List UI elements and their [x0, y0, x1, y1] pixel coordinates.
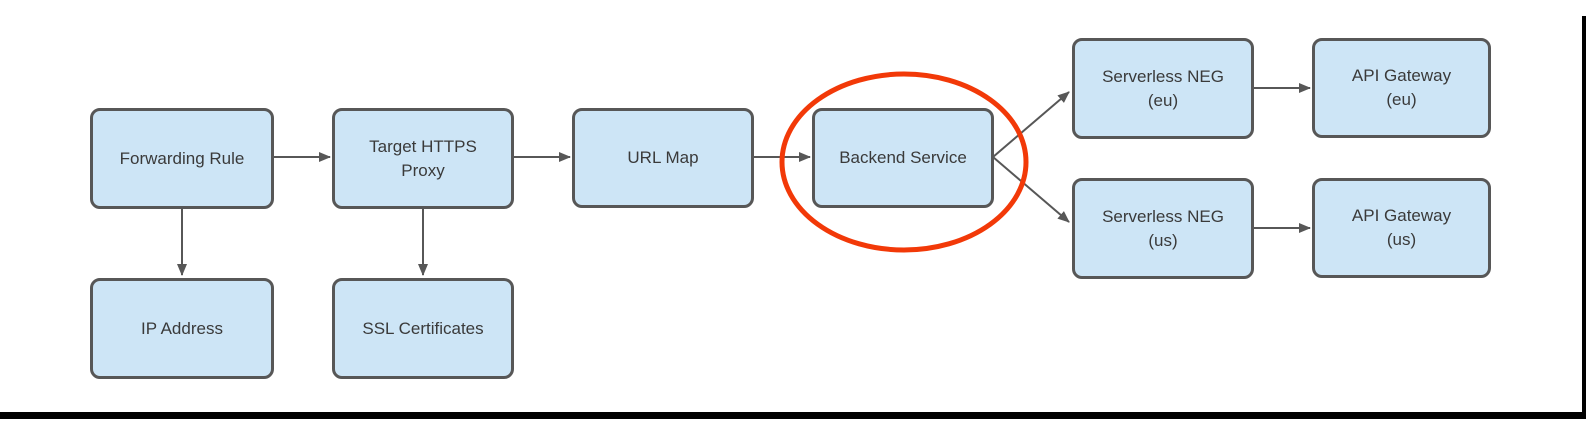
- node-backend-service: Backend Service: [812, 108, 994, 208]
- node-label: SSL Certificates: [362, 318, 484, 338]
- node-label: Serverless NEG (eu): [1102, 66, 1224, 110]
- arrow-backend-service-to-serverless-neg-eu: [992, 91, 1070, 158]
- node-serverless-neg-eu: Serverless NEG (eu): [1072, 38, 1254, 139]
- node-forwarding-rule: Forwarding Rule: [90, 108, 274, 209]
- node-api-gateway-eu: API Gateway (eu): [1312, 38, 1491, 138]
- node-label: URL Map: [627, 148, 699, 167]
- window-border-right: [1582, 16, 1586, 416]
- arrow-backend-service-to-serverless-neg-us: [992, 156, 1070, 223]
- node-label: API Gateway (eu): [1351, 66, 1452, 109]
- node-url-map: URL Map: [572, 108, 754, 208]
- node-serverless-neg-us: Serverless NEG (us): [1072, 178, 1254, 279]
- node-label: IP Address: [141, 318, 223, 338]
- node-target-https-proxy: Target HTTPS Proxy: [332, 108, 514, 209]
- node-label: Serverless NEG (us): [1102, 206, 1224, 250]
- node-ssl-certificates: SSL Certificates: [332, 278, 514, 379]
- window-border-bottom: [0, 412, 1586, 419]
- node-label: API Gateway (us): [1351, 206, 1452, 249]
- node-api-gateway-us: API Gateway (us): [1312, 178, 1491, 278]
- node-label: Backend Service: [839, 148, 967, 167]
- node-label: Forwarding Rule: [119, 148, 245, 168]
- node-label: Target HTTPS Proxy: [369, 136, 477, 180]
- node-ip-address: IP Address: [90, 278, 274, 379]
